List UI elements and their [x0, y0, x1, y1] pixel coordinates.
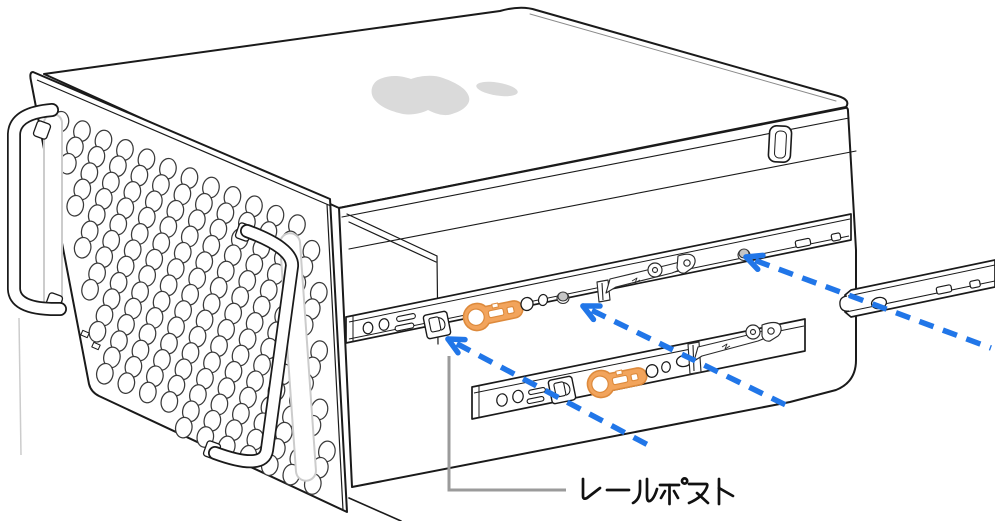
rail-post-front: [422, 310, 452, 340]
panel-bottom-edge-line: [348, 497, 402, 521]
rail-post-middle: [556, 291, 570, 305]
side-face: [338, 106, 857, 488]
rail-post-label: [581, 477, 735, 506]
arrowhead: [445, 336, 468, 343]
rail-hole: [645, 364, 659, 378]
vent-hole: [81, 278, 99, 301]
label-char: [631, 477, 659, 505]
vent-hole: [66, 194, 85, 217]
side-band-bottom-line: [348, 150, 857, 250]
rail-latch-top: [596, 253, 696, 303]
top-face-edge-accent: [529, 13, 837, 102]
rail-hole: [362, 321, 374, 335]
arrowhead: [743, 252, 766, 260]
rack-handle-right: [208, 224, 299, 469]
vent-hole: [174, 416, 193, 439]
rail-slot: [830, 232, 842, 242]
arrow-to-rear-rail-post: [743, 252, 992, 351]
front-panel: [7, 71, 348, 513]
label-char: [717, 477, 735, 506]
rail-slot: [526, 395, 545, 405]
rail-slot: [394, 322, 415, 332]
rail-hole: [496, 393, 508, 407]
handle-pocket-left-lower: [18, 317, 22, 456]
rail-slot: [969, 279, 981, 289]
handle-tab: [32, 120, 52, 140]
rail-slot: [794, 237, 812, 249]
label-char: [658, 477, 689, 506]
rail-hole: [520, 296, 534, 312]
label-char: [687, 482, 710, 505]
rail-hole: [537, 293, 549, 307]
vent-hole: [117, 372, 136, 394]
vent-hole: [95, 362, 114, 385]
mac-pro-body: [43, 6, 857, 521]
case-latch: [767, 125, 793, 163]
vent-hole: [88, 320, 107, 343]
rail-hole: [512, 389, 524, 404]
vent-hole: [73, 236, 92, 259]
label-char: [581, 477, 602, 501]
apple-logo-icon: [371, 75, 518, 116]
callout: [447, 356, 735, 506]
rail-post-bottom: [547, 375, 577, 405]
callout-line: [447, 356, 566, 492]
arrow-to-front-rail-post: [445, 336, 652, 449]
insertion-arrows: [445, 252, 992, 449]
side-top-band-line: [341, 117, 850, 218]
rail-slot: [935, 284, 953, 295]
panel-mark: [80, 329, 90, 339]
vent-hole: [138, 381, 157, 404]
rail-slot: [396, 313, 416, 322]
rail-slot: [528, 386, 546, 396]
handle-pocket-left: [43, 113, 63, 315]
panel-mark: [91, 341, 101, 351]
arrow-to-middle-rail-post: [580, 303, 794, 411]
rail-tip-hook: [839, 295, 850, 312]
rail-hole: [378, 318, 390, 331]
rack-handle-left: [7, 103, 67, 317]
rail-hole: [661, 361, 671, 373]
inner-rail-detached: [839, 259, 995, 318]
slide-rail-top: [345, 213, 852, 344]
vent-hole: [160, 391, 179, 413]
